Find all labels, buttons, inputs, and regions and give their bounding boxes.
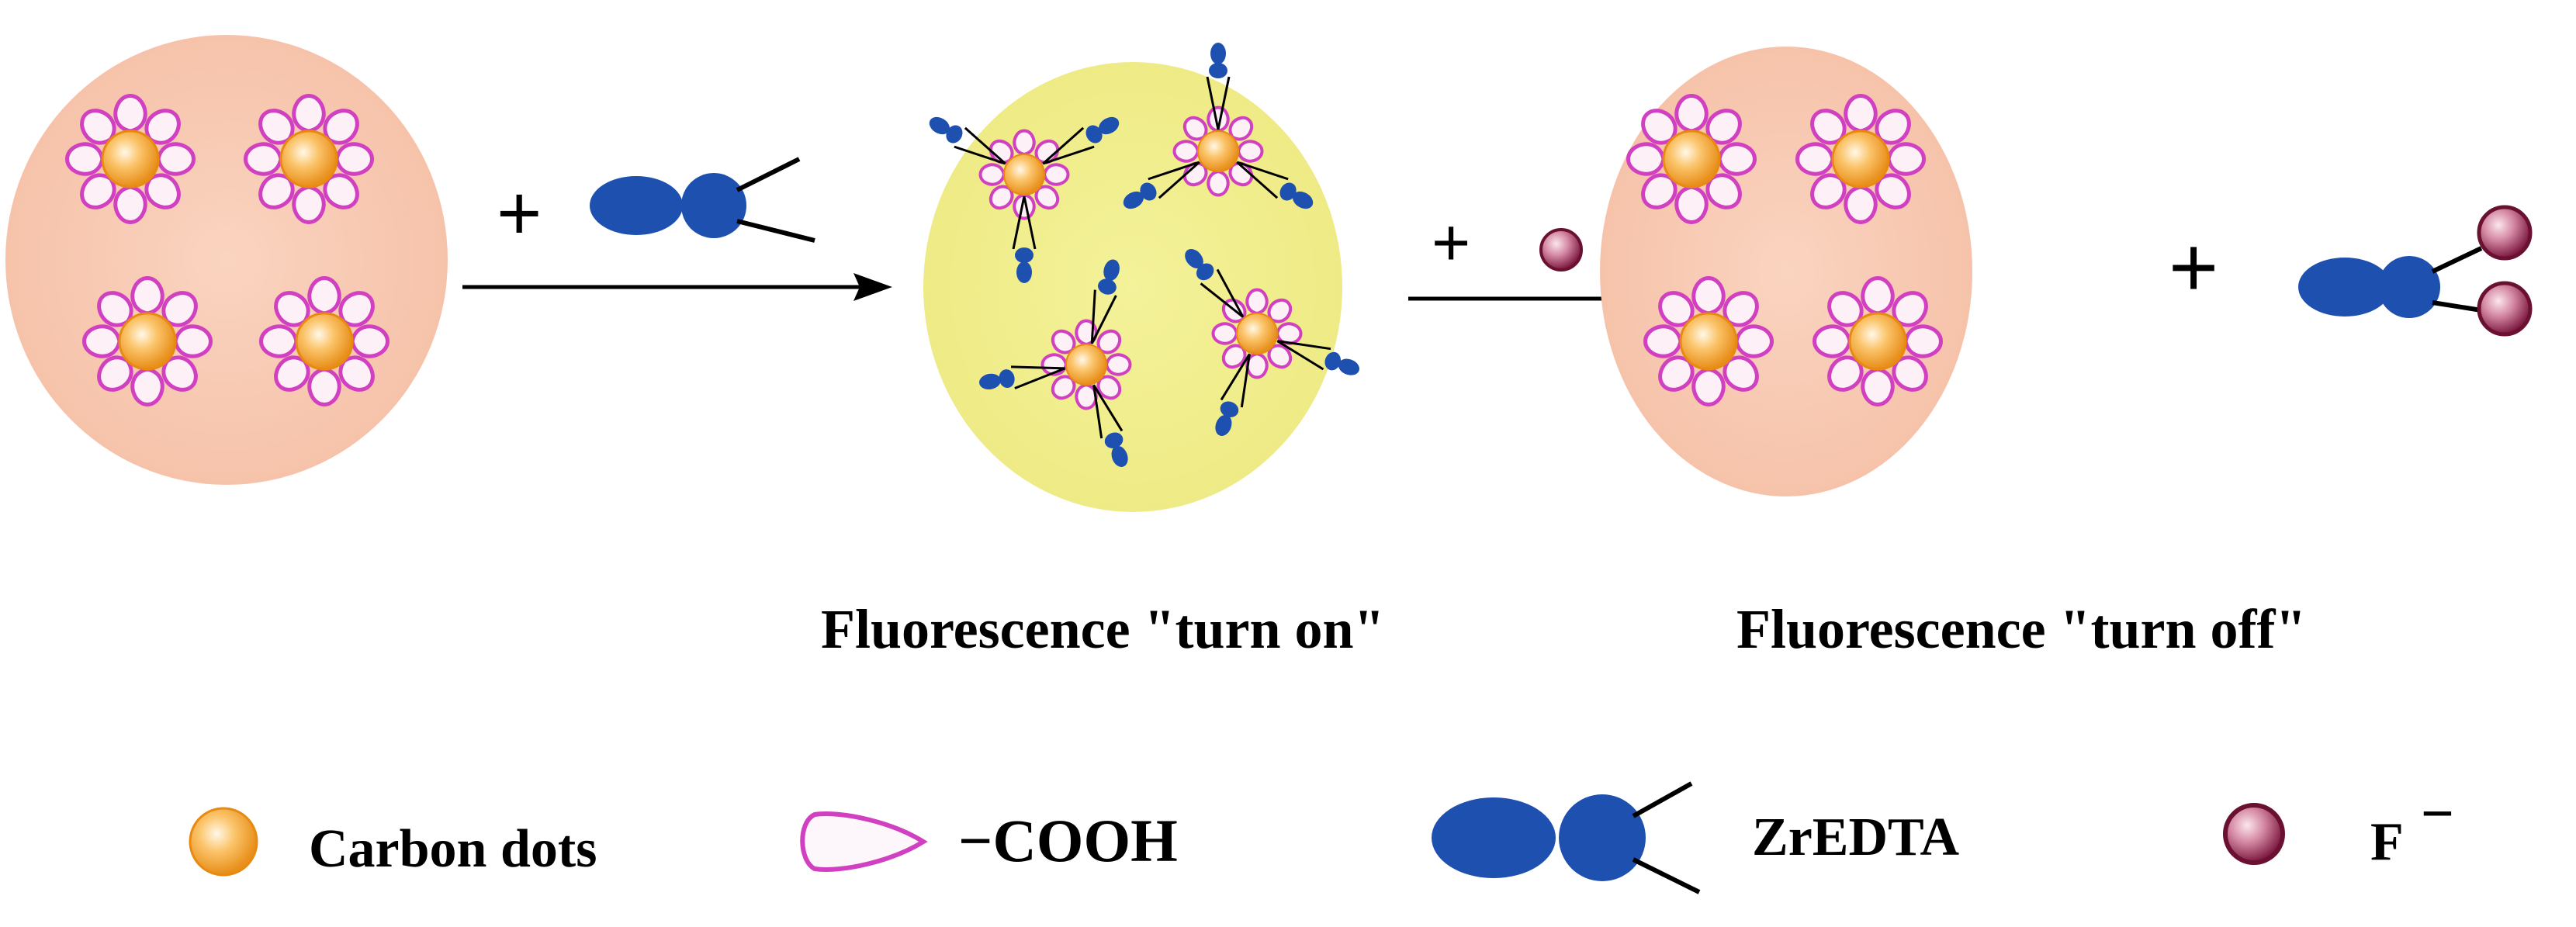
carbon-dot-icon [1815,278,1941,405]
legend-fluoride-label: F− [2370,784,2454,872]
zredta-fluoride-complex-icon [2298,205,2533,337]
turn-off-label: Fluorescence "turn off" [1736,598,2307,660]
fluoride-icon [1539,228,1583,272]
plus-sign: + [1432,206,1471,280]
turn-on-label: Fluorescence "turn on" [821,598,1385,660]
legend-fluoride-icon [2223,803,2285,865]
plus-sign: + [2169,220,2219,315]
legend-zredta-icon [1432,781,1701,894]
carbon-dot-icon [85,278,211,405]
legend-cooh-label: −COOH [958,807,1178,874]
fluoride-symbol: F [2370,812,2404,872]
legend-carbon-dot-icon [189,807,258,877]
carbon-dot-icon [68,96,194,223]
fluoride-charge: − [2420,781,2455,846]
plus-sign: + [497,170,542,257]
legend-carbon-dots-label: Carbon dots [309,819,597,879]
legend-cooh-icon [800,811,928,872]
carbon-dot-icon [1629,96,1755,223]
carbon-dot-icon [1798,96,1924,223]
carbon-dot-icon [261,278,388,405]
initial-state-circle [5,35,448,485]
arrow-add-zredta [462,273,892,301]
turn-off-state-circle [1600,47,1972,496]
zredta-icon [590,157,815,243]
carbon-dot-icon [246,96,372,223]
legend-zredta-label: ZrEDTA [1752,808,1960,867]
turn-on-state-circle [923,41,1364,512]
carbon-dot-icon [1646,278,1772,405]
